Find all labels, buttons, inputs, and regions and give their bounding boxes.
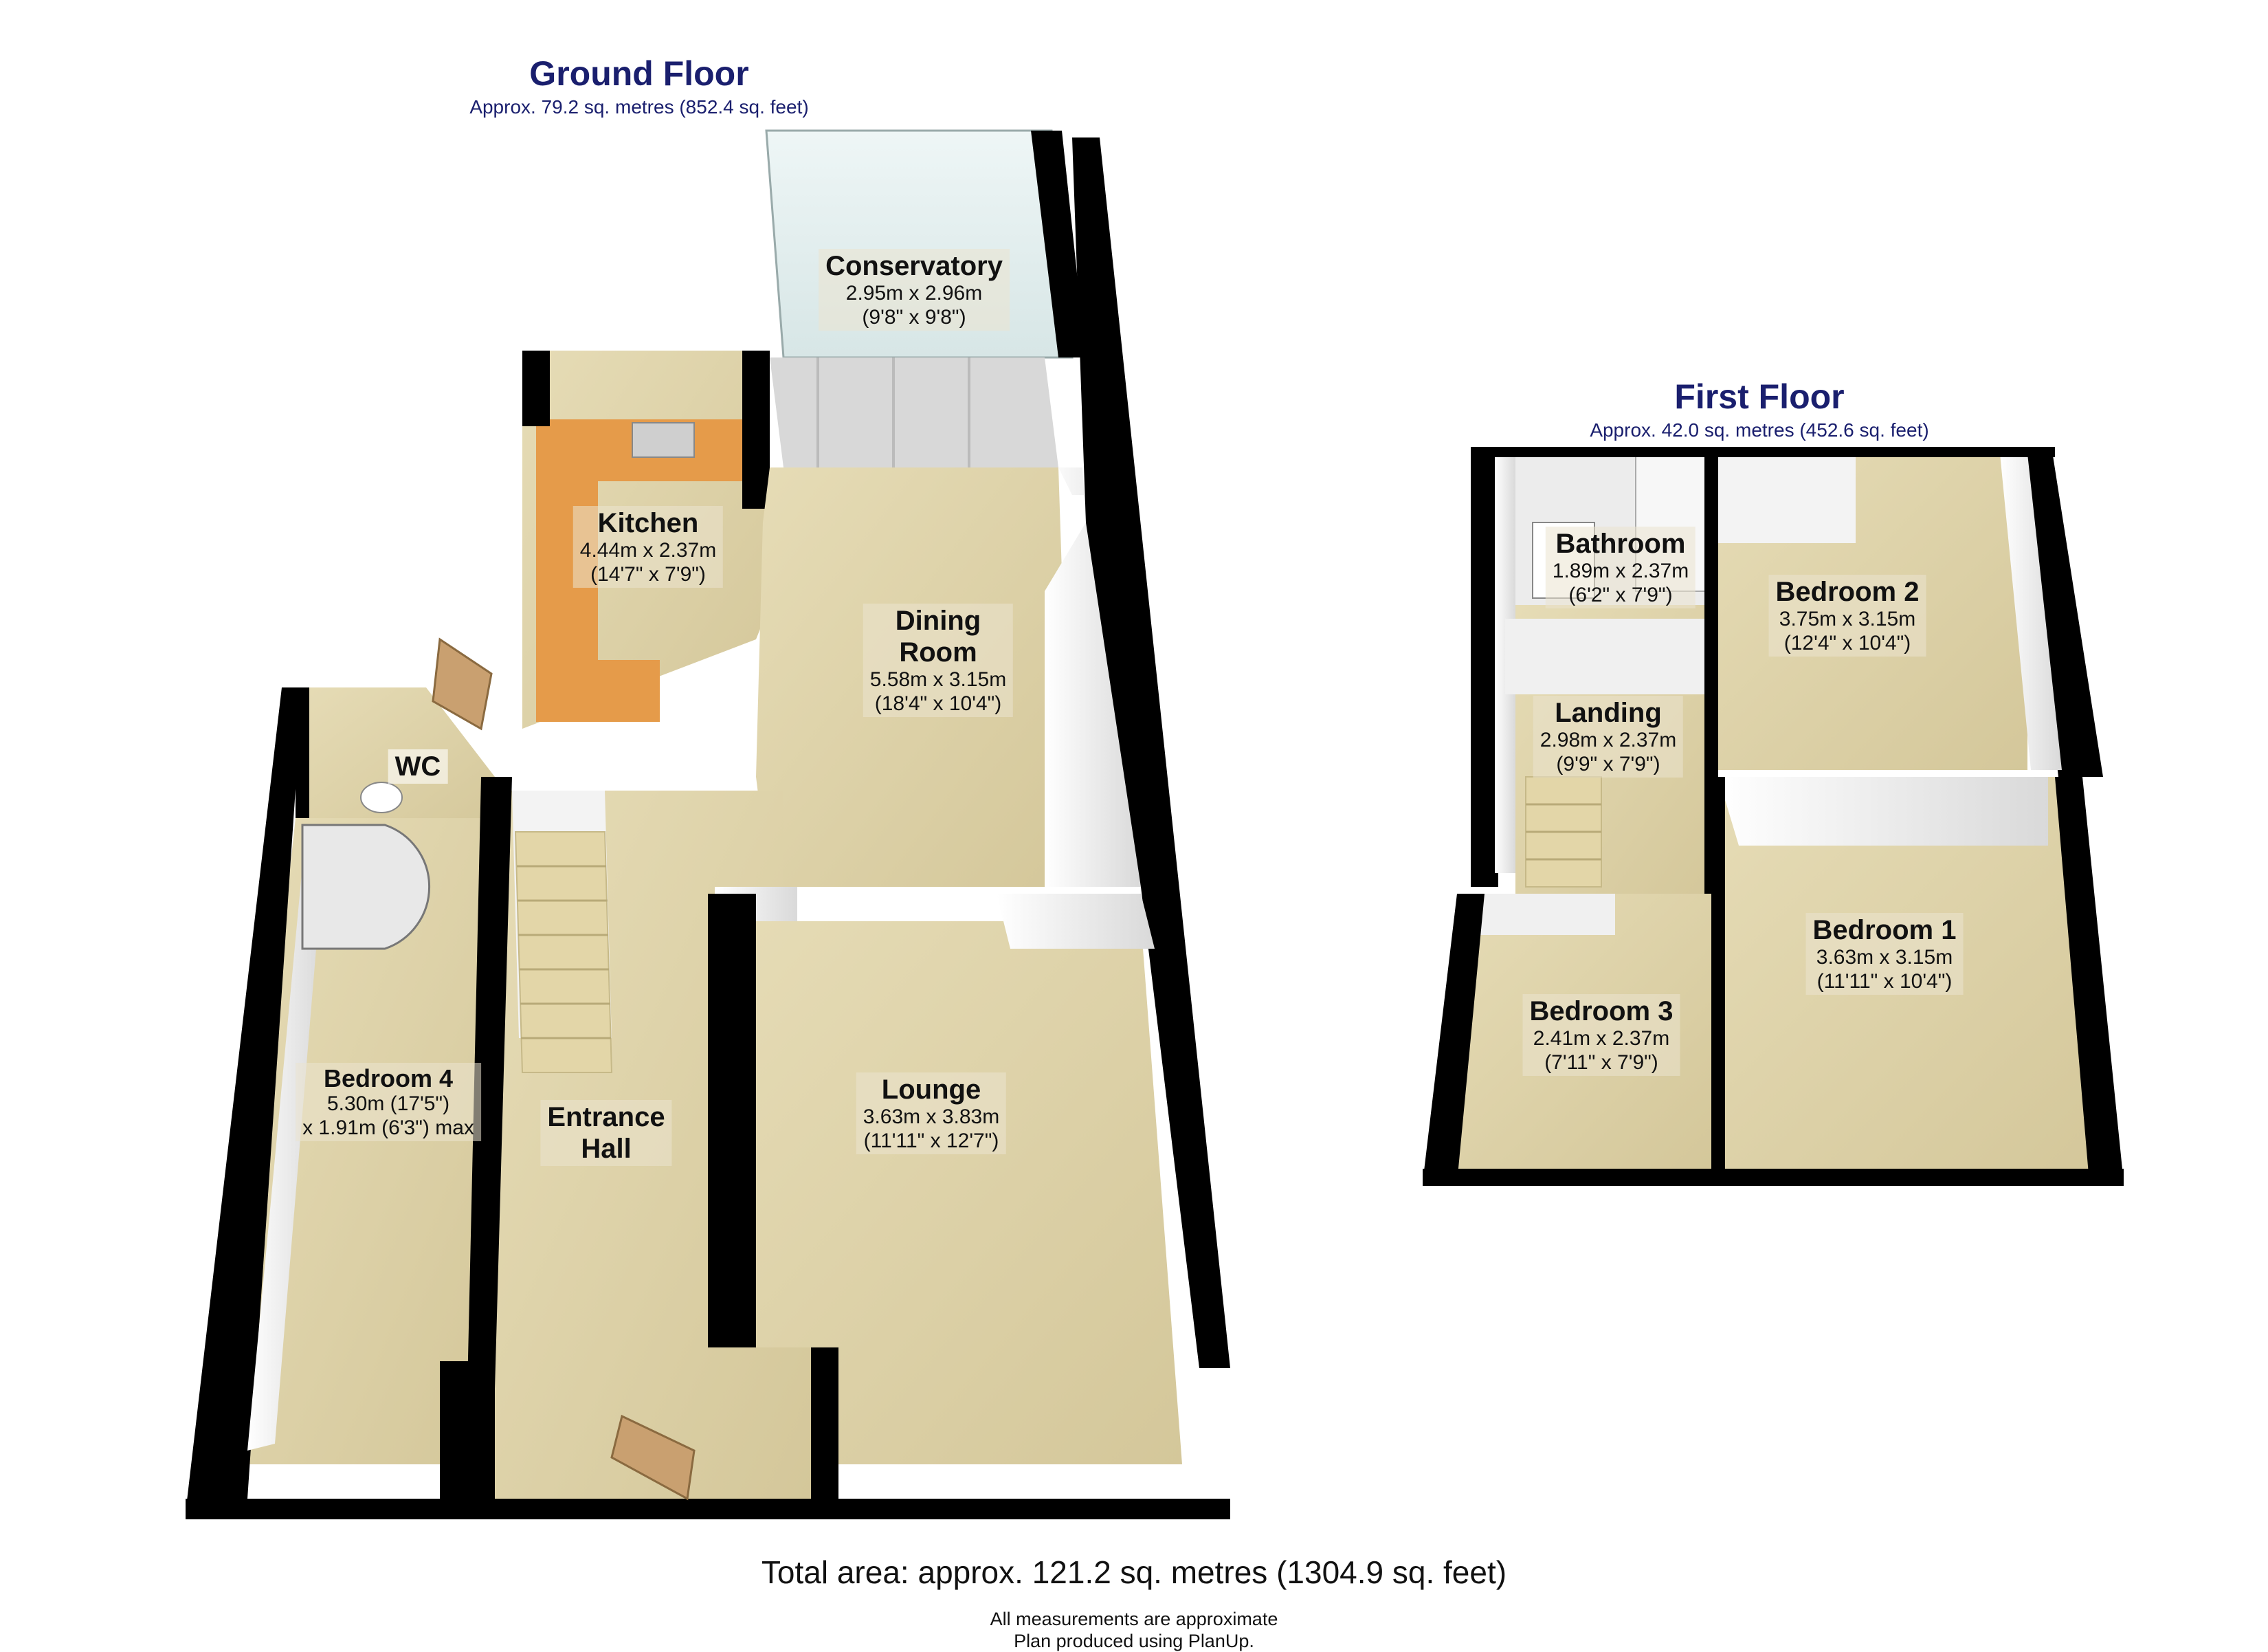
room-name: Bedroom 2 (1775, 577, 1920, 607)
room-label-bathroom: Bathroom 1.89m x 2.37m (6'2" x 7'9") (1545, 527, 1696, 608)
room-name: Bathroom (1555, 529, 1686, 559)
ground-floor-title: Ground Floor (529, 54, 749, 93)
room-label-conservatory: Conservatory 2.95m x 2.96m (9'8" x 9'8") (819, 249, 1010, 331)
room-dimensions-metric: 4.44m x 2.37m (579, 539, 717, 562)
room-label-bedroom-4: Bedroom 4 5.30m (17'5") x 1.91m (6'3") m… (296, 1063, 481, 1142)
room-name: WC (394, 751, 441, 782)
room-dimensions-metric: 3.63m x 3.15m (1816, 946, 1953, 969)
room-dimensions-imperial: (14'7" x 7'9") (590, 562, 706, 586)
first-floor-staircase (1525, 776, 1602, 888)
room-label-bedroom-3: Bedroom 3 2.41m x 2.37m (7'11" x 7'9") (1522, 994, 1680, 1076)
ground-floor-plan (186, 129, 1230, 1519)
room-label-dining-room: Dining Room 5.58m x 3.15m (18'4" x 10'4"… (863, 604, 1014, 717)
room-name: Kitchen (597, 508, 699, 538)
room-dimensions-metric: 5.58m x 3.15m (869, 668, 1007, 691)
room-dimensions-metric: 2.95m x 2.96m (845, 282, 983, 305)
room-dimensions-width: x 1.91m (6'3") max (302, 1116, 474, 1139)
room-name: Lounge (881, 1075, 981, 1105)
first-floor-title: First Floor (1674, 377, 1845, 416)
room-name: Landing (1555, 698, 1662, 728)
room-name: Entrance (547, 1102, 665, 1132)
room-label-kitchen: Kitchen 4.44m x 2.37m (14'7" x 7'9") (572, 506, 724, 588)
room-dimensions-imperial: (9'8" x 9'8") (862, 305, 966, 329)
room-name-line-2: Hall (581, 1134, 632, 1164)
room-dimensions-metric: 3.63m x 3.83m (863, 1105, 1000, 1128)
dining-room (756, 137, 1230, 1368)
lounge-room (708, 894, 1182, 1464)
room-name: Bedroom 3 (1529, 996, 1674, 1026)
total-area: Total area: approx. 121.2 sq. metres (13… (761, 1554, 1507, 1590)
room-label-landing: Landing 2.98m x 2.37m (9'9" x 7'9") (1533, 696, 1684, 778)
ground-floor-staircase (514, 831, 613, 1073)
room-dimensions-length: 5.30m (17'5") (326, 1092, 450, 1116)
room-dimensions-imperial: (9'9" x 7'9") (1556, 752, 1660, 775)
room-dimensions-imperial: (6'2" x 7'9") (1568, 583, 1673, 606)
room-label-bedroom-2: Bedroom 2 3.75m x 3.15m (12'4" x 10'4") (1768, 575, 1926, 657)
room-name: Bedroom 1 (1812, 915, 1957, 945)
first-floor-area: Approx. 42.0 sq. metres (452.6 sq. feet) (1590, 419, 1929, 441)
room-dimensions-metric: 2.98m x 2.37m (1539, 729, 1677, 751)
measurements-note: All measurements are approximate (990, 1609, 1278, 1629)
room-label-lounge: Lounge 3.63m x 3.83m (11'11" x 12'7") (856, 1072, 1007, 1154)
room-dimensions-imperial: (7'11" x 7'9") (1544, 1050, 1658, 1074)
room-name-line-2: Room (899, 637, 977, 668)
room-name: Conservatory (825, 251, 1003, 281)
room-name: Bedroom 4 (323, 1064, 454, 1092)
room-label-bedroom-1: Bedroom 1 3.63m x 3.15m (11'11" x 10'4") (1805, 913, 1964, 995)
room-name: Dining (895, 606, 981, 636)
room-dimensions-imperial: (11'11" x 12'7") (863, 1129, 999, 1152)
front-door-icon (610, 1414, 696, 1501)
room-dimensions-imperial: (18'4" x 10'4") (874, 692, 1002, 715)
room-label-wc: WC (388, 749, 448, 784)
ground-floor-area: Approx. 79.2 sq. metres (852.4 sq. feet) (469, 96, 809, 118)
room-dimensions-metric: 2.41m x 2.37m (1533, 1027, 1670, 1050)
room-dimensions-metric: 3.75m x 3.15m (1779, 608, 1916, 630)
room-dimensions-metric: 1.89m x 2.37m (1552, 560, 1689, 582)
back-door-icon (432, 637, 493, 731)
room-label-entrance-hall: Entrance Hall (540, 1100, 672, 1166)
plan-credit: Plan produced using PlanUp. (1014, 1631, 1254, 1651)
room-dimensions-imperial: (12'4" x 10'4") (1783, 631, 1911, 654)
room-dimensions-imperial: (11'11" x 10'4") (1816, 969, 1953, 993)
